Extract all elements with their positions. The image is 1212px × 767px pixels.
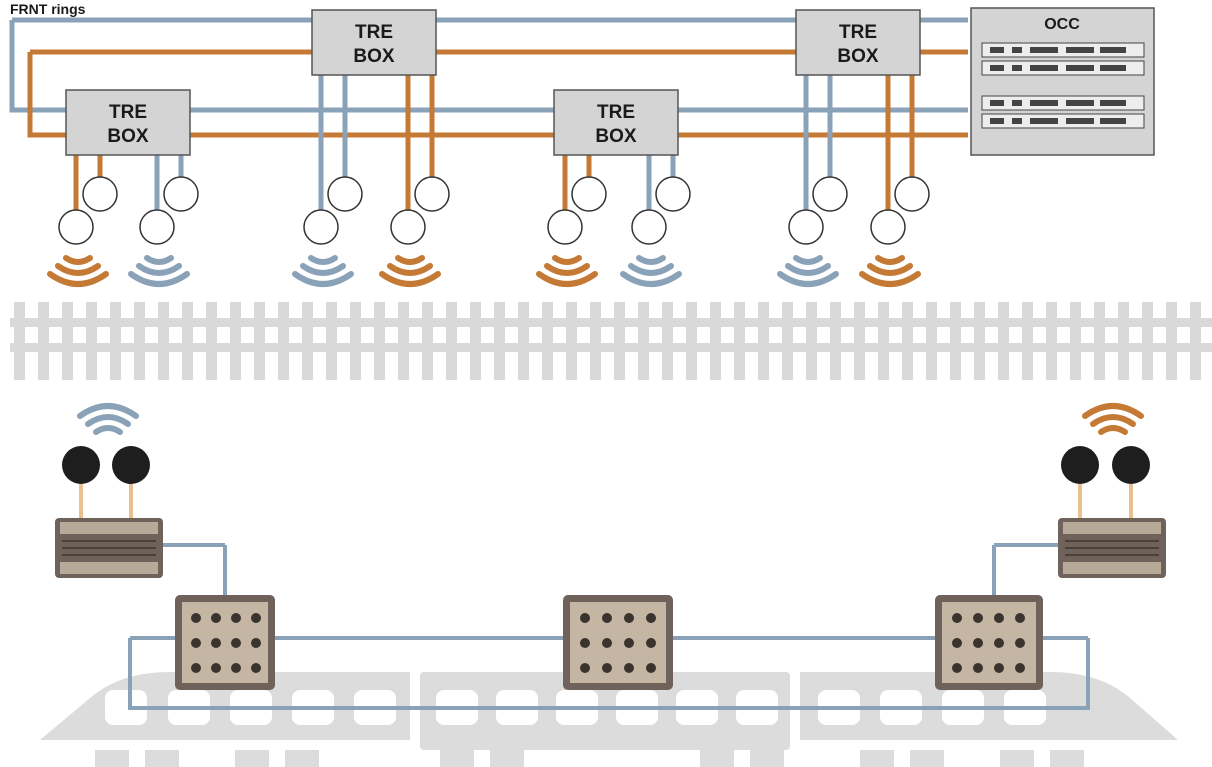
train-backbone-ring (128, 543, 1090, 710)
ethernet-switch-right (935, 595, 1043, 690)
tre-box-2-line2: BOX (353, 46, 395, 67)
wifi-signal-blue (292, 255, 354, 287)
track-sleeper (374, 302, 385, 380)
track-sleeper (254, 302, 265, 380)
track-sleeper (1118, 302, 1129, 380)
trackside-antennas (58, 176, 930, 245)
track-sleeper (710, 302, 721, 380)
ethernet-switch-left (175, 595, 275, 690)
track-sleeper (830, 302, 841, 380)
wifi-signal-orange (536, 255, 598, 287)
track-sleeper (110, 302, 121, 380)
track-sleeper (302, 302, 313, 380)
track-sleeper (230, 302, 241, 380)
track-sleeper (662, 302, 673, 380)
track-sleeper (1094, 302, 1105, 380)
track-sleeper (470, 302, 481, 380)
tre-box-4-line2: BOX (837, 46, 879, 67)
track-rail-top (10, 318, 1212, 327)
track-rail-bottom (10, 343, 1212, 352)
track-sleeper (614, 302, 625, 380)
onboard-wifi-signal-blue (77, 403, 139, 435)
track-sleeper (782, 302, 793, 380)
wifi-signal-blue (128, 255, 190, 287)
track-sleeper (998, 302, 1009, 380)
track-sleeper (158, 302, 169, 380)
track-sleeper (590, 302, 601, 380)
onboard-router-left (55, 518, 163, 578)
track-sleeper (566, 302, 577, 380)
track-sleeper (14, 302, 25, 380)
track-sleeper (38, 302, 49, 380)
track-sleeper (422, 302, 433, 380)
track-sleeper (134, 302, 145, 380)
tre-box-1: TRE BOX (65, 89, 191, 156)
track-sleeper (950, 302, 961, 380)
tre-drops (73, 75, 915, 210)
track-sleeper (86, 302, 97, 380)
track-sleeper (494, 302, 505, 380)
track-sleeper (1022, 302, 1033, 380)
occ-label: OCC (1044, 16, 1080, 33)
tre-box-3-line2: BOX (595, 126, 637, 147)
frnt-rings-label: FRNT rings (10, 1, 86, 17)
track-sleeper (758, 302, 769, 380)
wifi-signal-orange (47, 255, 109, 287)
trackside-wifi-signals (47, 255, 921, 287)
track-sleeper (398, 302, 409, 380)
onboard-wifi-signals (77, 403, 1144, 435)
onboard-wifi-signal-orange (1082, 403, 1144, 435)
tre-box-4-line1: TRE (839, 22, 877, 43)
track-sleeper (1166, 302, 1177, 380)
tre-box-3: TRE BOX (553, 89, 679, 156)
train-wheels (95, 750, 1084, 767)
track-sleeper (446, 302, 457, 380)
track-sleeper (206, 302, 217, 380)
ethernet-switch-middle (563, 595, 673, 690)
onboard-antennas (62, 446, 1150, 484)
wifi-signal-orange (379, 255, 441, 287)
track-sleeper (542, 302, 553, 380)
track-sleeper (878, 302, 889, 380)
track-sleeper (926, 302, 937, 380)
tre-box-3-line1: TRE (597, 102, 635, 123)
track-sleeper (350, 302, 361, 380)
track-sleeper (1142, 302, 1153, 380)
tre-box-1-line2: BOX (107, 126, 149, 147)
track-sleeper (182, 302, 193, 380)
onboard-antenna-feeds (79, 470, 1133, 520)
track-sleeper (806, 302, 817, 380)
occ-box: OCC (970, 7, 1155, 156)
track-sleeper (326, 302, 337, 380)
track-sleeper (638, 302, 649, 380)
wifi-signal-orange (859, 255, 921, 287)
occ-rack-units (981, 42, 1145, 129)
tre-box-2: TRE BOX (311, 9, 437, 76)
wifi-signal-blue (620, 255, 682, 287)
track-sleeper (278, 302, 289, 380)
tre-box-2-line1: TRE (355, 22, 393, 43)
track-sleeper (518, 302, 529, 380)
track-sleeper (1070, 302, 1081, 380)
onboard-router-right (1058, 518, 1166, 578)
tre-box-4: TRE BOX (795, 9, 921, 76)
train (40, 672, 1178, 767)
track-sleeper (62, 302, 73, 380)
wifi-signal-blue (777, 255, 839, 287)
track-sleeper (686, 302, 697, 380)
track-sleeper (854, 302, 865, 380)
track-sleeper (1046, 302, 1057, 380)
tre-box-1-line1: TRE (109, 102, 147, 123)
track-sleeper (902, 302, 913, 380)
railway-track (10, 302, 1212, 380)
track-sleeper (974, 302, 985, 380)
track-sleeper (734, 302, 745, 380)
track-sleeper (1190, 302, 1201, 380)
